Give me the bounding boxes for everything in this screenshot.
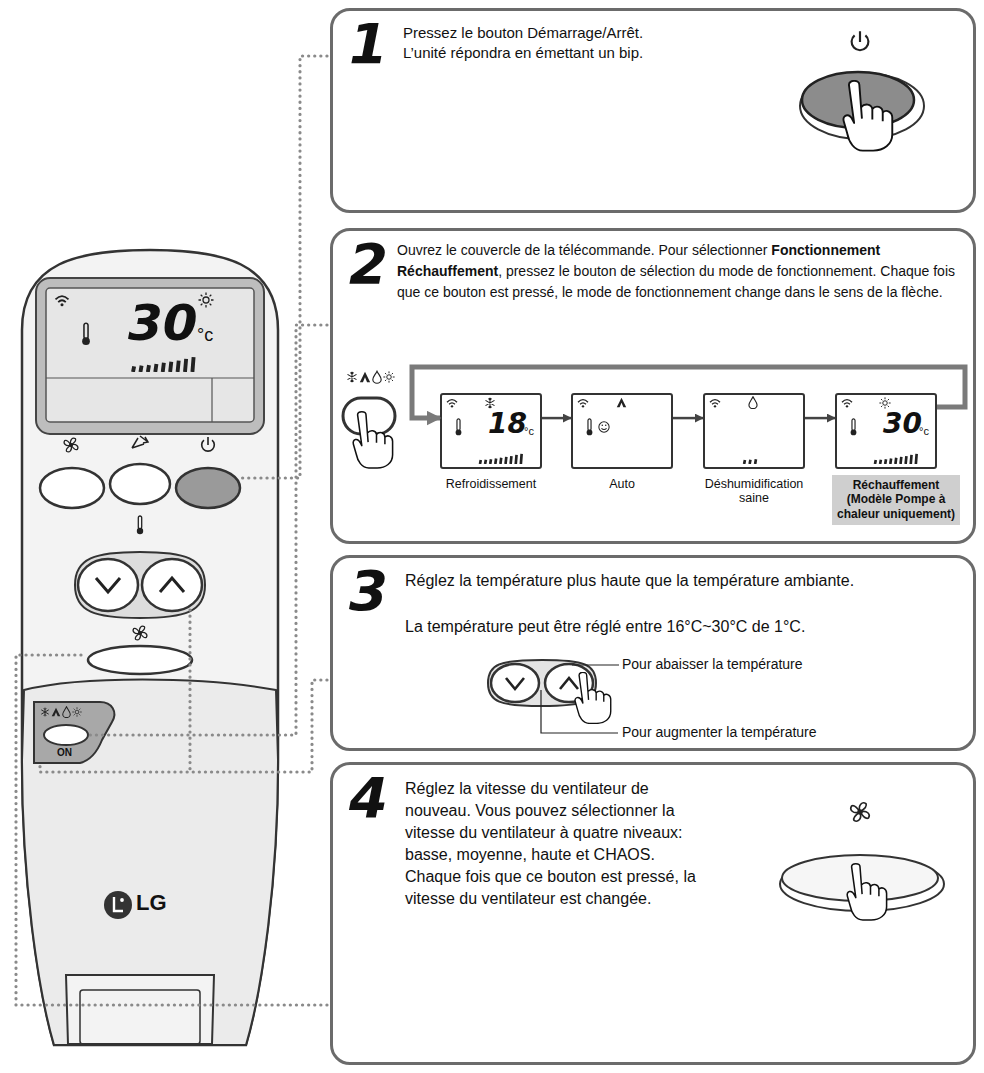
leader-line xyxy=(242,56,327,478)
temperature-rocker xyxy=(75,552,205,618)
lcd-divider xyxy=(46,377,254,378)
battery-cover xyxy=(66,975,214,1044)
remote-button xyxy=(110,464,170,504)
step-box: 1 Pressez le bouton Démarrage/Arrêt. L’uni… xyxy=(330,8,976,213)
drop-icon xyxy=(63,707,71,718)
mode-caption: Refroidissement xyxy=(432,477,550,491)
lcd-screen: 18°cRefroidissement xyxy=(440,393,542,469)
instruction-text: L’unité répondra en émettant un bip. xyxy=(403,44,643,61)
lcd-screen xyxy=(46,288,254,422)
lcd-unit: °c xyxy=(197,326,213,346)
instruction-text: Ouvrez le couvercle de la télécommande. … xyxy=(397,242,767,258)
instruction-text: Réglez la vitesse du ventilateur de nouv… xyxy=(405,778,710,910)
lcd-screen: Auto xyxy=(571,393,673,469)
instruction-text: Réglez la température plus haute que la … xyxy=(405,570,855,592)
fan-icon xyxy=(64,438,78,452)
logo-circle xyxy=(104,891,132,919)
logo-mark xyxy=(120,898,124,902)
power-button xyxy=(176,468,240,508)
lcd-unit: °c xyxy=(524,425,534,437)
leader-lines xyxy=(16,56,327,1005)
fan-icon xyxy=(133,626,147,640)
chevron-down xyxy=(96,578,120,592)
signal-icon xyxy=(56,296,69,306)
lcd-bezel xyxy=(36,278,264,434)
mode-caption: Auto xyxy=(563,477,681,491)
thermometer-icon xyxy=(137,516,143,534)
lcd-temperature: 18 xyxy=(488,409,527,440)
chevron-up xyxy=(160,578,184,592)
fan-button xyxy=(88,646,192,674)
remote-button xyxy=(40,468,104,508)
step-number: 4 xyxy=(349,767,388,829)
step-box: 4 Réglez la vitesse du ventilateur de nou… xyxy=(330,762,976,1065)
step-number: 2 xyxy=(349,233,388,295)
thermometer-icon xyxy=(82,323,90,345)
power-icon xyxy=(202,437,215,451)
step-box: 3 Réglez la température plus haute que la… xyxy=(330,555,976,751)
lcd-temperature: 30 xyxy=(128,296,198,351)
brand-logo: LG xyxy=(136,891,167,915)
logo-mark xyxy=(114,897,123,911)
leader-line xyxy=(90,325,327,735)
paragraph: Ouvrez le couvercle de la télécommande. … xyxy=(397,240,971,303)
leader-line xyxy=(16,655,327,1005)
step-box: 2 Ouvrez le couvercle de la télécommande.… xyxy=(330,228,976,544)
mode-caption: Réchauffement (Modèle Pompe à chaleur un… xyxy=(832,475,960,525)
leader-line xyxy=(40,680,327,772)
remote-body xyxy=(22,250,278,1045)
instruction-text: La température peut être réglé entre 16°… xyxy=(405,616,945,638)
sun-icon xyxy=(72,707,81,716)
battery-cover xyxy=(80,990,200,1044)
sun-icon xyxy=(199,293,214,308)
leader-line xyxy=(188,610,191,772)
button-label: ON xyxy=(57,747,72,758)
swing-icon xyxy=(132,436,148,448)
mode-tab xyxy=(34,702,114,763)
instruction-text: Pressez le bouton Démarrage/Arrêt. xyxy=(403,24,643,41)
snow-icon xyxy=(41,708,49,717)
lcd-screen: Déshumidification saine xyxy=(703,393,805,469)
callout-text: Pour abaisser la température xyxy=(622,656,803,673)
lcd-temperature: 30 xyxy=(883,409,922,440)
lcd-unit: °c xyxy=(919,425,929,437)
lcd-screen: 30°cRéchauffement (Modèle Pompe à chaleu… xyxy=(835,393,937,469)
lcd-divider xyxy=(211,378,212,422)
mode-caption: Déshumidification saine xyxy=(695,477,813,506)
callout-text: Pour augmenter la température xyxy=(622,724,817,741)
step-number: 1 xyxy=(349,13,388,75)
step-number: 3 xyxy=(349,560,388,622)
down-button xyxy=(78,559,138,611)
up-button xyxy=(142,559,202,611)
auto-icon xyxy=(52,708,61,717)
fan-level-bars xyxy=(133,357,194,372)
mode-button xyxy=(44,725,88,745)
